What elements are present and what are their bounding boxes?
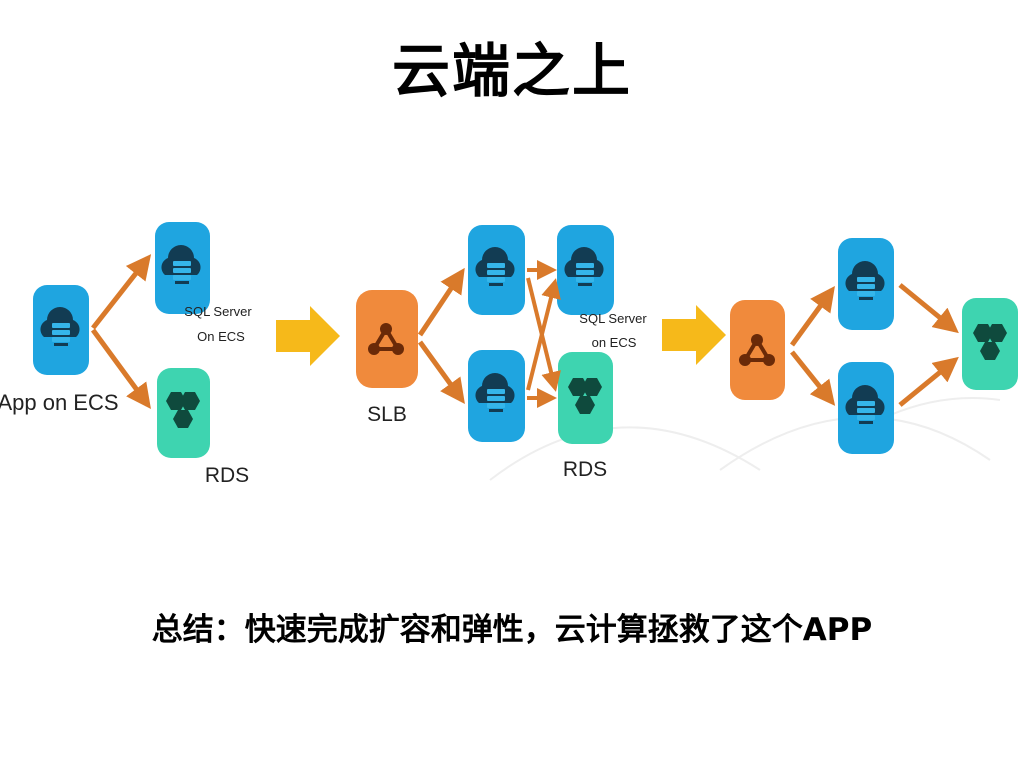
slb-node-2 <box>730 300 785 400</box>
label-slb: SLB <box>367 403 407 426</box>
label-sql-server-2: SQL Server <box>579 311 647 326</box>
label-rds-1: RDS <box>205 464 249 487</box>
slb-node <box>356 290 418 388</box>
label-on-ecs-2: on ECS <box>592 335 637 350</box>
slide-title: 云端之上 <box>391 37 632 105</box>
stage-3 <box>730 238 1018 454</box>
stage-1 <box>33 222 210 458</box>
stage-arrow-1 <box>276 306 340 366</box>
label-app-on-ecs: App on ECS <box>0 390 119 415</box>
summary-text: 总结：快速完成扩容和弹性，云计算拯救了这个APP <box>151 612 873 648</box>
label-rds-2: RDS <box>563 458 607 481</box>
stage-2 <box>356 225 614 444</box>
label-sql-server-1: SQL Server <box>184 304 252 319</box>
label-on-ecs-1: On ECS <box>197 329 245 344</box>
stage-arrow-2 <box>662 305 726 365</box>
